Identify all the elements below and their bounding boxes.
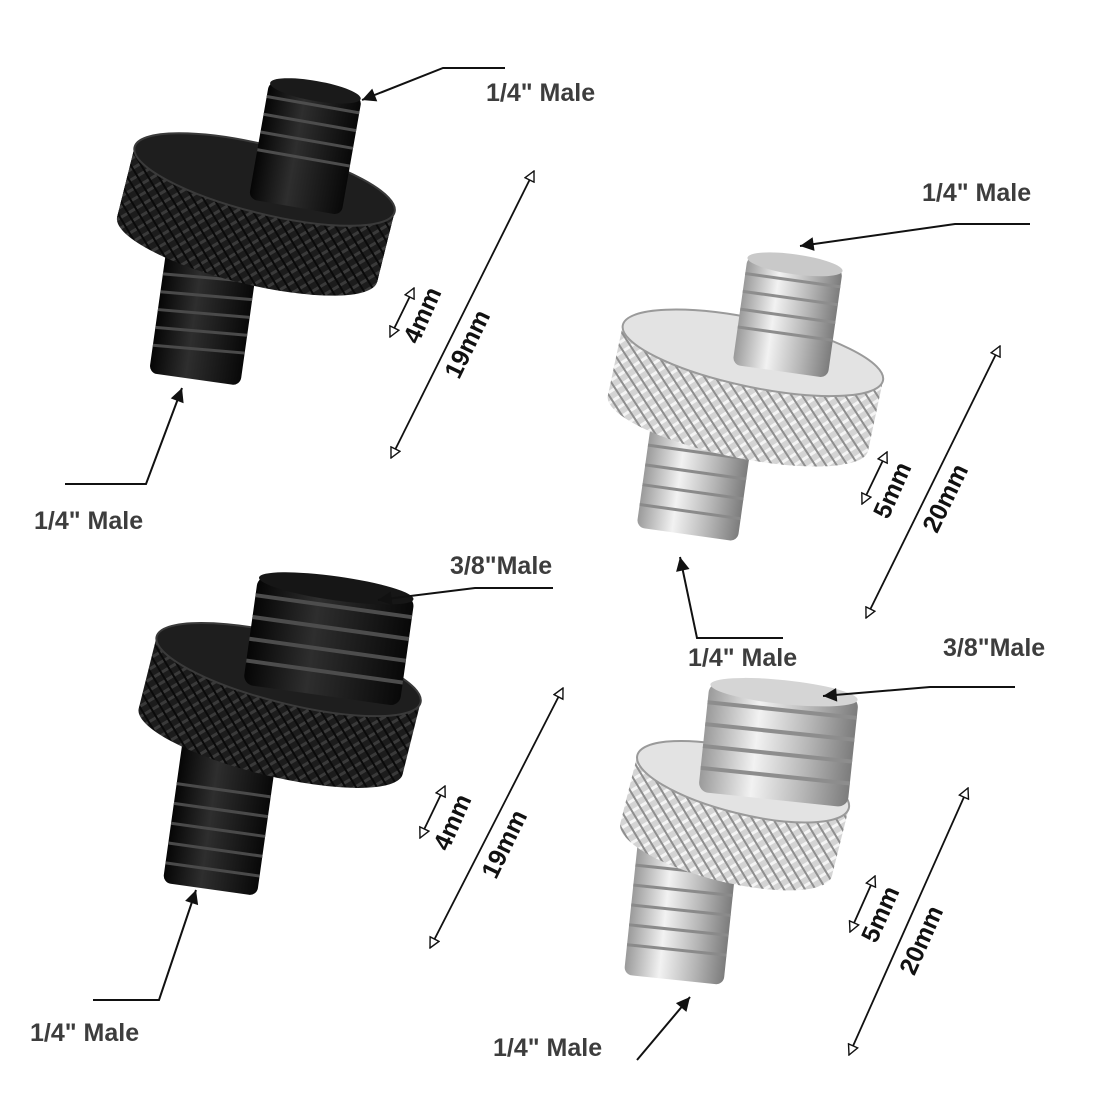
dimension-lines xyxy=(389,171,1001,1055)
top-thread xyxy=(249,78,361,215)
top-thread xyxy=(244,572,414,706)
leader-arrow xyxy=(636,996,691,1061)
leader-arrow xyxy=(799,223,1030,251)
knurled-flange xyxy=(116,132,396,296)
adapter-black-quarter-inch xyxy=(116,78,396,385)
leader-arrow xyxy=(377,587,553,606)
leader-arrow xyxy=(65,387,184,485)
top-thread-label: 1/4" Male xyxy=(486,79,596,107)
bottom-thread-label: 1/4" Male xyxy=(34,507,144,535)
adapter-silver-quarter-inch xyxy=(607,252,885,541)
leader-arrows xyxy=(65,67,1030,1061)
top-thread xyxy=(699,677,858,807)
leader-arrow xyxy=(361,67,505,102)
adapter-black-three-eighths xyxy=(138,572,422,895)
flange-dimension-line xyxy=(850,876,875,932)
leader-arrow xyxy=(93,889,199,1001)
flange-dimension-line xyxy=(389,288,415,337)
leader-arrow xyxy=(676,556,783,639)
flange-dimension-line xyxy=(862,452,887,504)
flange-dimension-line xyxy=(420,786,445,838)
bottom-thread-label: 1/4" Male xyxy=(688,644,798,672)
top-thread-label: 1/4" Male xyxy=(922,179,1032,207)
length-dimension-line xyxy=(390,171,535,458)
top-thread-label: 3/8"Male xyxy=(450,552,553,580)
length-dimension-line xyxy=(849,788,968,1055)
bottom-thread xyxy=(163,735,277,895)
length-dimension-line xyxy=(865,346,1001,618)
length-dimension-line xyxy=(429,688,564,948)
top-thread xyxy=(733,252,843,377)
bottom-thread-label: 1/4" Male xyxy=(493,1034,603,1062)
adapter-silver-three-eighths xyxy=(620,677,858,985)
bottom-thread-label: 1/4" Male xyxy=(30,1019,140,1047)
leader-arrow xyxy=(822,686,1015,702)
top-thread-label: 3/8"Male xyxy=(943,634,1046,662)
